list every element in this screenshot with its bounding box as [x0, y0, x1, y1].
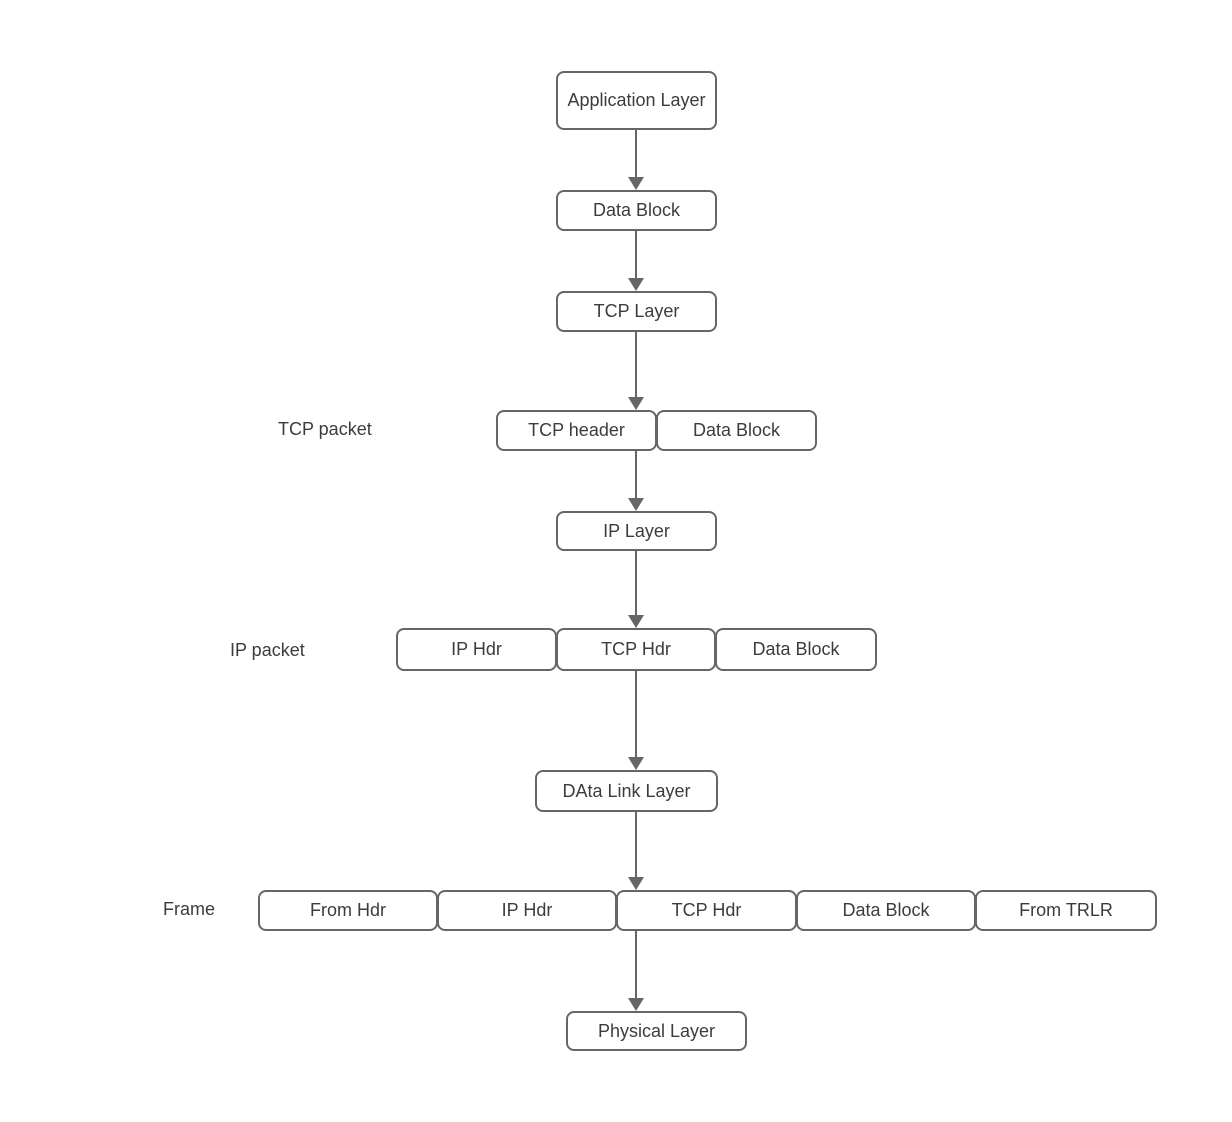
- arrow-shaft: [635, 812, 637, 879]
- arrowhead-icon: [628, 177, 644, 190]
- arrowhead-icon: [628, 615, 644, 628]
- node-label: From Hdr: [310, 900, 386, 921]
- arrowhead-icon: [628, 498, 644, 511]
- node-label: TCP Hdr: [671, 900, 742, 921]
- arrow-shaft: [635, 671, 637, 759]
- arrowhead-icon: [628, 998, 644, 1011]
- node-data-link-layer: DAta Link Layer: [535, 770, 718, 812]
- arrow-frame-to-physical: [628, 931, 644, 1011]
- arrow-shaft: [635, 130, 637, 179]
- node-frame-tcp-hdr: TCP Hdr: [616, 890, 797, 931]
- node-application-layer: Application Layer: [556, 71, 717, 130]
- arrow-shaft: [635, 451, 637, 500]
- arrowhead-icon: [628, 877, 644, 890]
- node-label: TCP Layer: [593, 301, 680, 322]
- node-label: Data Block: [592, 200, 681, 221]
- node-ip-packet-data-block: Data Block: [715, 628, 877, 671]
- arrow-datalink-to-frame: [628, 812, 644, 890]
- node-label: Data Block: [752, 639, 840, 660]
- arrow-shaft: [635, 332, 637, 399]
- row-label-ip-packet: IP packet: [230, 640, 305, 660]
- node-label: TCP Hdr: [601, 639, 671, 660]
- node-label: Data Block: [842, 900, 930, 921]
- arrowhead-icon: [628, 397, 644, 410]
- node-label: DAta Link Layer: [562, 780, 691, 801]
- node-label: From TRLR: [1019, 900, 1113, 921]
- arrow-iplayer-to-ippacket: [628, 551, 644, 628]
- node-frame-from-hdr: From Hdr: [258, 890, 438, 931]
- arrowhead-icon: [628, 278, 644, 291]
- node-data-block-top: Data Block: [556, 190, 717, 231]
- row-label-tcp-packet: TCP packet: [278, 419, 372, 439]
- arrow-tcplayer-to-tcppacket: [628, 332, 644, 410]
- node-frame-from-trlr: From TRLR: [975, 890, 1157, 931]
- node-label: Application Layer: [567, 90, 706, 111]
- node-frame-ip-hdr: IP Hdr: [437, 890, 617, 931]
- node-physical-layer: Physical Layer: [566, 1011, 747, 1051]
- node-ip-layer: IP Layer: [556, 511, 717, 551]
- arrowhead-icon: [628, 757, 644, 770]
- node-tcp-layer: TCP Layer: [556, 291, 717, 332]
- node-label: Data Block: [692, 420, 781, 441]
- node-tcp-header: TCP header: [496, 410, 657, 451]
- node-label: Physical Layer: [597, 1020, 716, 1041]
- arrow-ippacket-to-datalink: [628, 671, 644, 770]
- node-label: TCP header: [528, 420, 625, 441]
- node-label: IP Hdr: [451, 639, 502, 660]
- node-frame-data-block: Data Block: [796, 890, 976, 931]
- row-label-frame: Frame: [163, 899, 216, 919]
- arrow-shaft: [635, 231, 637, 280]
- arrow-application-to-datablock: [628, 130, 644, 190]
- arrow-datablock-to-tcplayer: [628, 231, 644, 291]
- node-label: IP Layer: [603, 520, 670, 541]
- node-label: IP Hdr: [501, 900, 553, 921]
- arrow-shaft: [635, 551, 637, 617]
- node-ip-hdr: IP Hdr: [396, 628, 557, 671]
- node-tcp-packet-data-block: Data Block: [656, 410, 817, 451]
- node-tcp-hdr: TCP Hdr: [556, 628, 716, 671]
- arrow-shaft: [635, 931, 637, 1000]
- arrow-tcppacket-to-iplayer: [628, 451, 644, 511]
